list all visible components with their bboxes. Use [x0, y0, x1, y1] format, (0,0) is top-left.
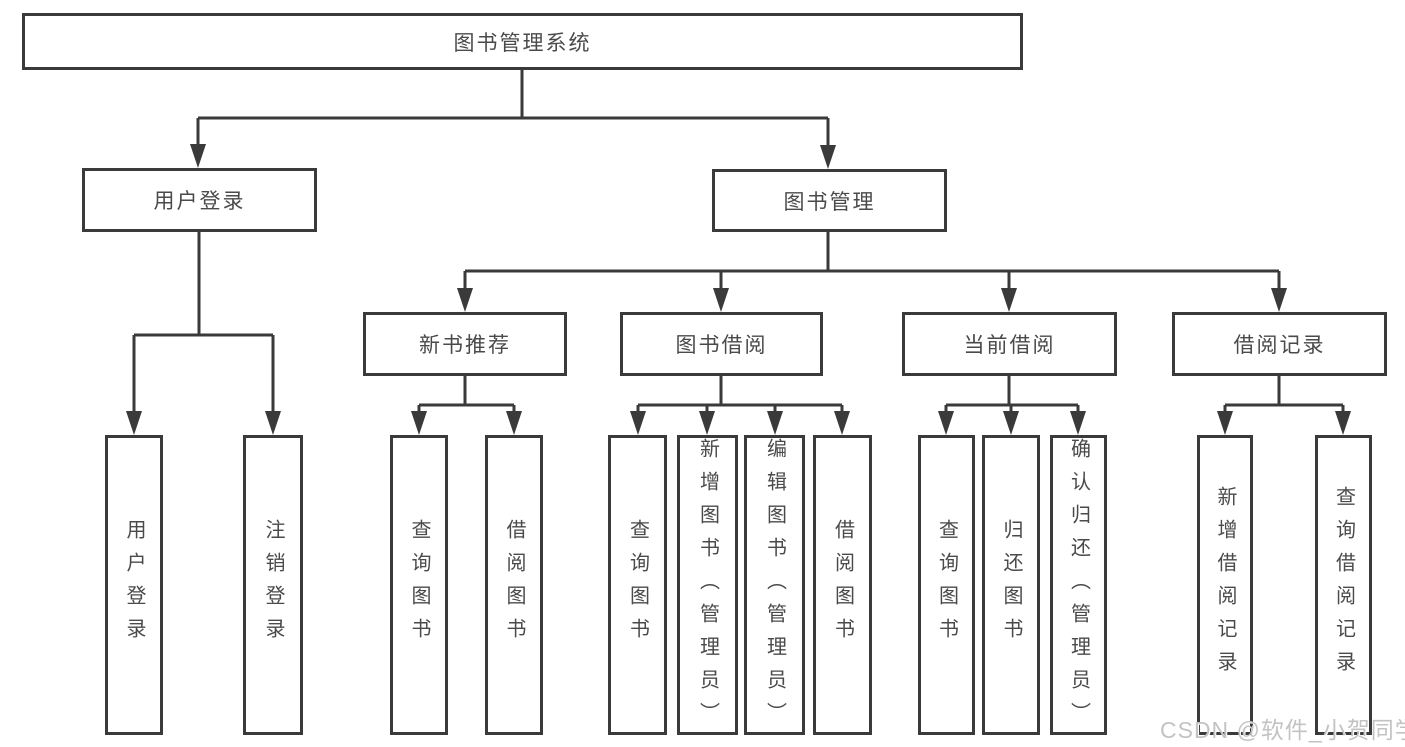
leaf-cb-return-books: 归还图书 [982, 435, 1040, 735]
leaf-br-add-record-label: 新增借阅记录 [1214, 486, 1236, 684]
node-new-book-recommend-label: 新书推荐 [419, 334, 511, 357]
leaf-cb-query-books-label: 查询图书 [935, 519, 958, 651]
node-book-borrowing: 图书借阅 [620, 312, 823, 376]
leaf-br-query-record-label: 查询借阅记录 [1332, 486, 1355, 684]
leaf-bb-borrow-books-label: 借阅图书 [831, 519, 854, 651]
node-borrow-records: 借阅记录 [1172, 312, 1387, 376]
leaf-cb-confirm-return-admin-label: 确认归还（管理员） [1067, 438, 1090, 735]
leaf-nb-borrow-books-label: 借阅图书 [503, 519, 525, 651]
node-book-management: 图书管理 [712, 169, 947, 232]
leaf-bb-add-books-admin: 新增图书（管理员） [677, 435, 738, 735]
leaf-br-query-record: 查询借阅记录 [1315, 435, 1372, 735]
leaf-nb-query-books: 查询图书 [390, 435, 448, 735]
node-borrow-records-label: 借阅记录 [1233, 334, 1326, 357]
leaf-logout-label: 注销登录 [262, 519, 284, 651]
leaf-logout: 注销登录 [243, 435, 303, 735]
node-current-borrowing: 当前借阅 [902, 312, 1117, 376]
csdn-watermark: CSDN @软件_小贺同学 [1160, 717, 1405, 743]
node-user-login-label: 用户登录 [153, 190, 246, 213]
leaf-cb-query-books: 查询图书 [918, 435, 975, 735]
leaf-user-login: 用户登录 [105, 435, 163, 735]
leaf-cb-return-books-label: 归还图书 [1000, 519, 1022, 651]
leaf-bb-add-books-admin-label: 新增图书（管理员） [696, 438, 719, 735]
node-root: 图书管理系统 [22, 13, 1023, 70]
leaf-cb-confirm-return-admin: 确认归还（管理员） [1050, 435, 1107, 735]
node-book-management-label: 图书管理 [783, 190, 876, 214]
leaf-nb-query-books-label: 查询图书 [408, 519, 430, 651]
arrowheads [126, 144, 1351, 435]
leaf-br-add-record: 新增借阅记录 [1197, 435, 1253, 735]
leaf-nb-borrow-books: 借阅图书 [485, 435, 543, 735]
node-current-borrowing-label: 当前借阅 [963, 334, 1056, 357]
node-new-book-recommend: 新书推荐 [363, 312, 567, 376]
node-user-login: 用户登录 [82, 168, 317, 232]
node-book-borrowing-label: 图书借阅 [675, 334, 768, 357]
leaf-bb-query-books: 查询图书 [608, 435, 667, 735]
leaf-bb-edit-books-admin-label: 编辑图书（管理员） [763, 438, 786, 735]
leaf-bb-edit-books-admin: 编辑图书（管理员） [744, 435, 805, 735]
leaf-bb-query-books-label: 查询图书 [626, 519, 649, 651]
leaf-bb-borrow-books: 借阅图书 [813, 435, 872, 735]
node-root-label: 图书管理系统 [453, 31, 592, 55]
leaf-user-login-label: 用户登录 [123, 519, 145, 651]
